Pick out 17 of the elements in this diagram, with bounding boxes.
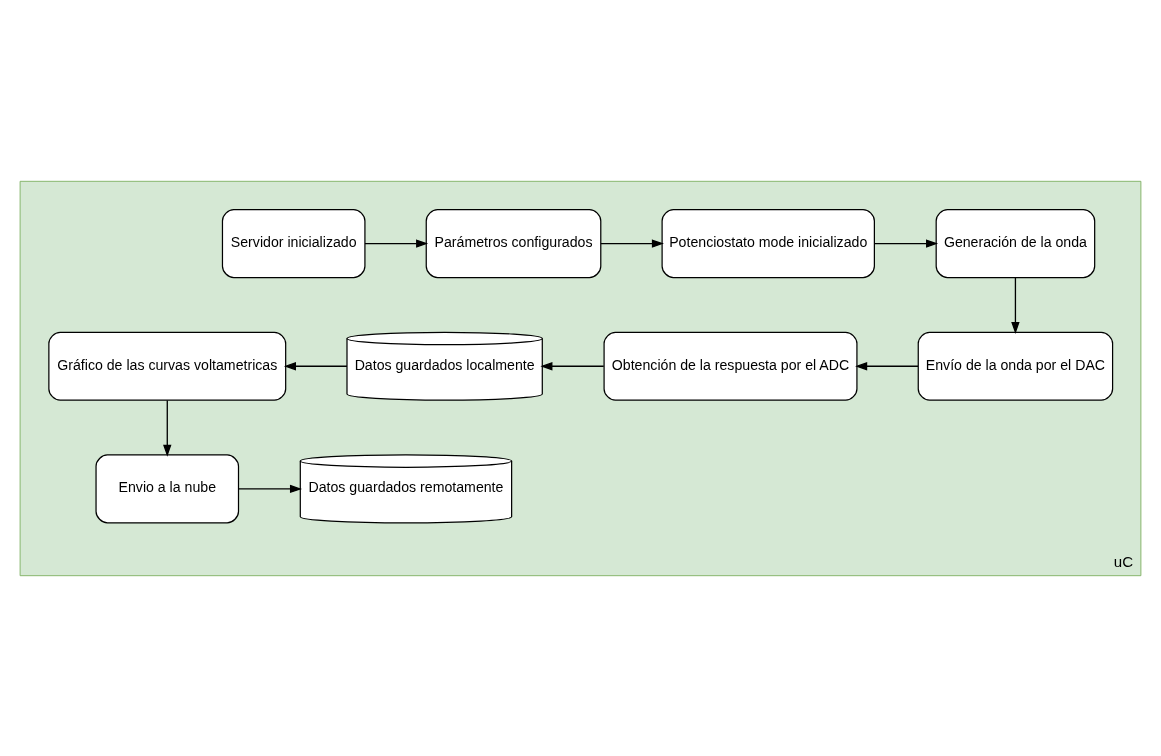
arrow — [873, 238, 939, 248]
arrow — [600, 238, 664, 248]
node-box: Gráfico de las curvas voltametricas — [48, 331, 287, 401]
node-box: Envío de la onda por el DAC — [917, 331, 1114, 401]
arrow — [1011, 276, 1020, 334]
node-box: Obtención de la respuesta por el ADC — [603, 331, 858, 401]
node-box: Generación de la onda — [935, 208, 1096, 278]
node-box: Parámetros configurados — [425, 208, 602, 278]
arrow — [283, 361, 348, 370]
node-box: Envio a la nube — [95, 453, 240, 523]
arrow — [163, 399, 172, 457]
node-box: Servidor inicializado — [221, 208, 366, 278]
arrow — [855, 361, 919, 370]
arrow — [364, 238, 429, 248]
arrow — [237, 484, 303, 493]
node-box: Potenciostato mode inicializado — [661, 208, 875, 278]
arrow — [540, 361, 605, 370]
